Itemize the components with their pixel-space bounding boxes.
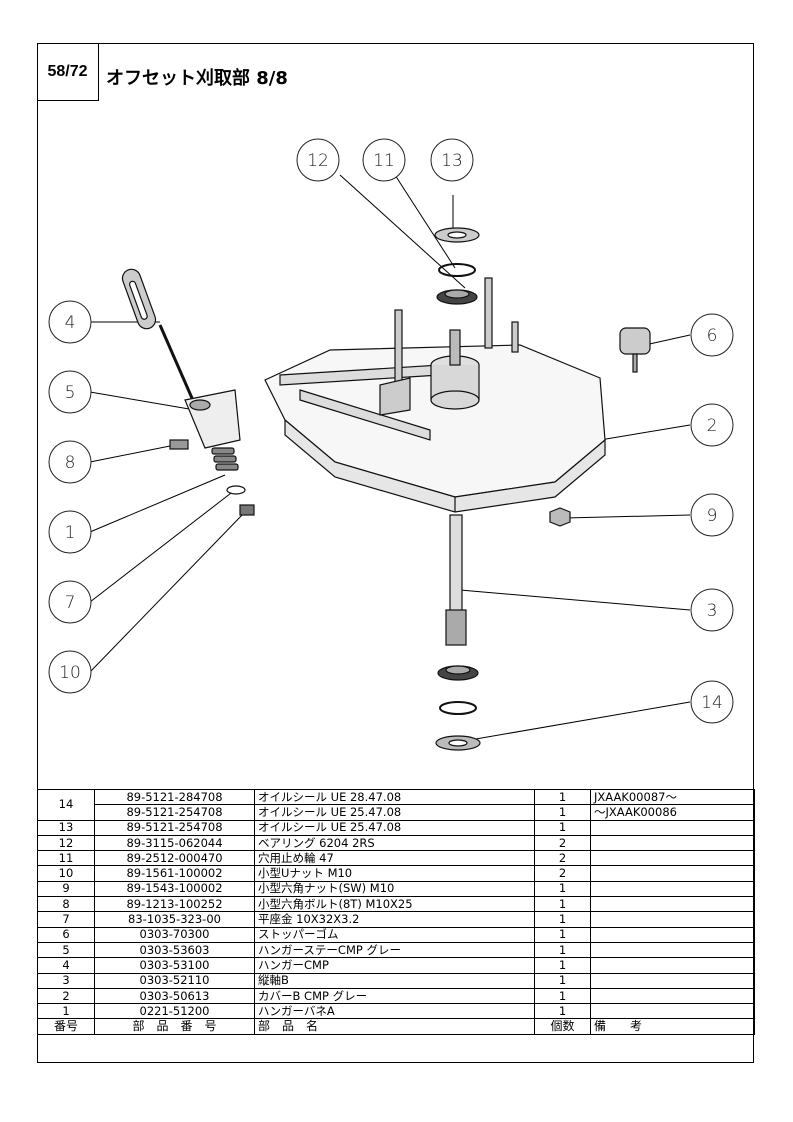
svg-text:1: 1: [65, 523, 76, 543]
svg-text:12: 12: [307, 151, 329, 171]
header-no: 番号: [37, 1018, 95, 1035]
callout-2: 2: [690, 403, 734, 447]
parts-table: 14 89-5121-284708 オイルシール UE 28.47.08 1 J…: [37, 788, 755, 1035]
callout-7: 7: [48, 580, 92, 624]
page-number: 58/72: [37, 43, 99, 101]
header-qty: 個数: [534, 1018, 591, 1035]
table-row: 89-5121-254708 オイルシール UE 25.47.08 1 ～JXA…: [38, 804, 755, 821]
svg-text:13: 13: [441, 151, 463, 171]
table-header-row: 番号 部 品 番 号 部 品 名 個数 備 考: [37, 1018, 755, 1035]
svg-text:5: 5: [65, 383, 76, 403]
svg-text:14: 14: [701, 693, 723, 713]
callouts: 12 11 13 4 6 5 2 8 9 1 3 7 10 14: [48, 138, 734, 724]
hanger-assembly: [121, 268, 255, 516]
callout-12: 12: [296, 138, 340, 182]
callout-10: 10: [48, 650, 92, 694]
top-parts: [434, 227, 480, 305]
svg-text:6: 6: [707, 326, 718, 346]
callout-8: 8: [48, 440, 92, 484]
header-name: 部 品 名: [254, 1018, 535, 1035]
svg-text:2: 2: [707, 416, 718, 436]
table-row: 14 89-5121-284708 オイルシール UE 28.47.08 1 J…: [37, 788, 755, 821]
svg-text:9: 9: [707, 506, 718, 526]
svg-text:11: 11: [373, 151, 395, 171]
header-remarks: 備 考: [590, 1018, 755, 1035]
svg-text:3: 3: [707, 601, 718, 621]
svg-text:7: 7: [65, 593, 76, 613]
callout-14: 14: [690, 680, 734, 724]
svg-text:10: 10: [59, 663, 81, 683]
svg-text:4: 4: [65, 313, 76, 333]
page-title: オフセット刈取部 8/8: [106, 68, 288, 89]
nut-9: [549, 507, 571, 527]
callout-3: 3: [690, 588, 734, 632]
vertical-shaft: [435, 514, 481, 751]
callout-6: 6: [690, 313, 734, 357]
svg-text:8: 8: [65, 453, 76, 473]
callout-9: 9: [690, 493, 734, 537]
callout-11: 11: [362, 138, 406, 182]
callout-1: 1: [48, 510, 92, 554]
callout-5: 5: [48, 370, 92, 414]
cover-body: [264, 277, 606, 513]
exploded-parts-diagram: 12 11 13 4 6 5 2 8 9 1 3 7 10 14: [48, 138, 734, 751]
page-frame: [37, 43, 754, 1063]
callout-4: 4: [48, 300, 92, 344]
callout-13: 13: [430, 138, 474, 182]
stopper-rubber: [619, 327, 651, 373]
header-part-no: 部 品 番 号: [94, 1018, 255, 1035]
